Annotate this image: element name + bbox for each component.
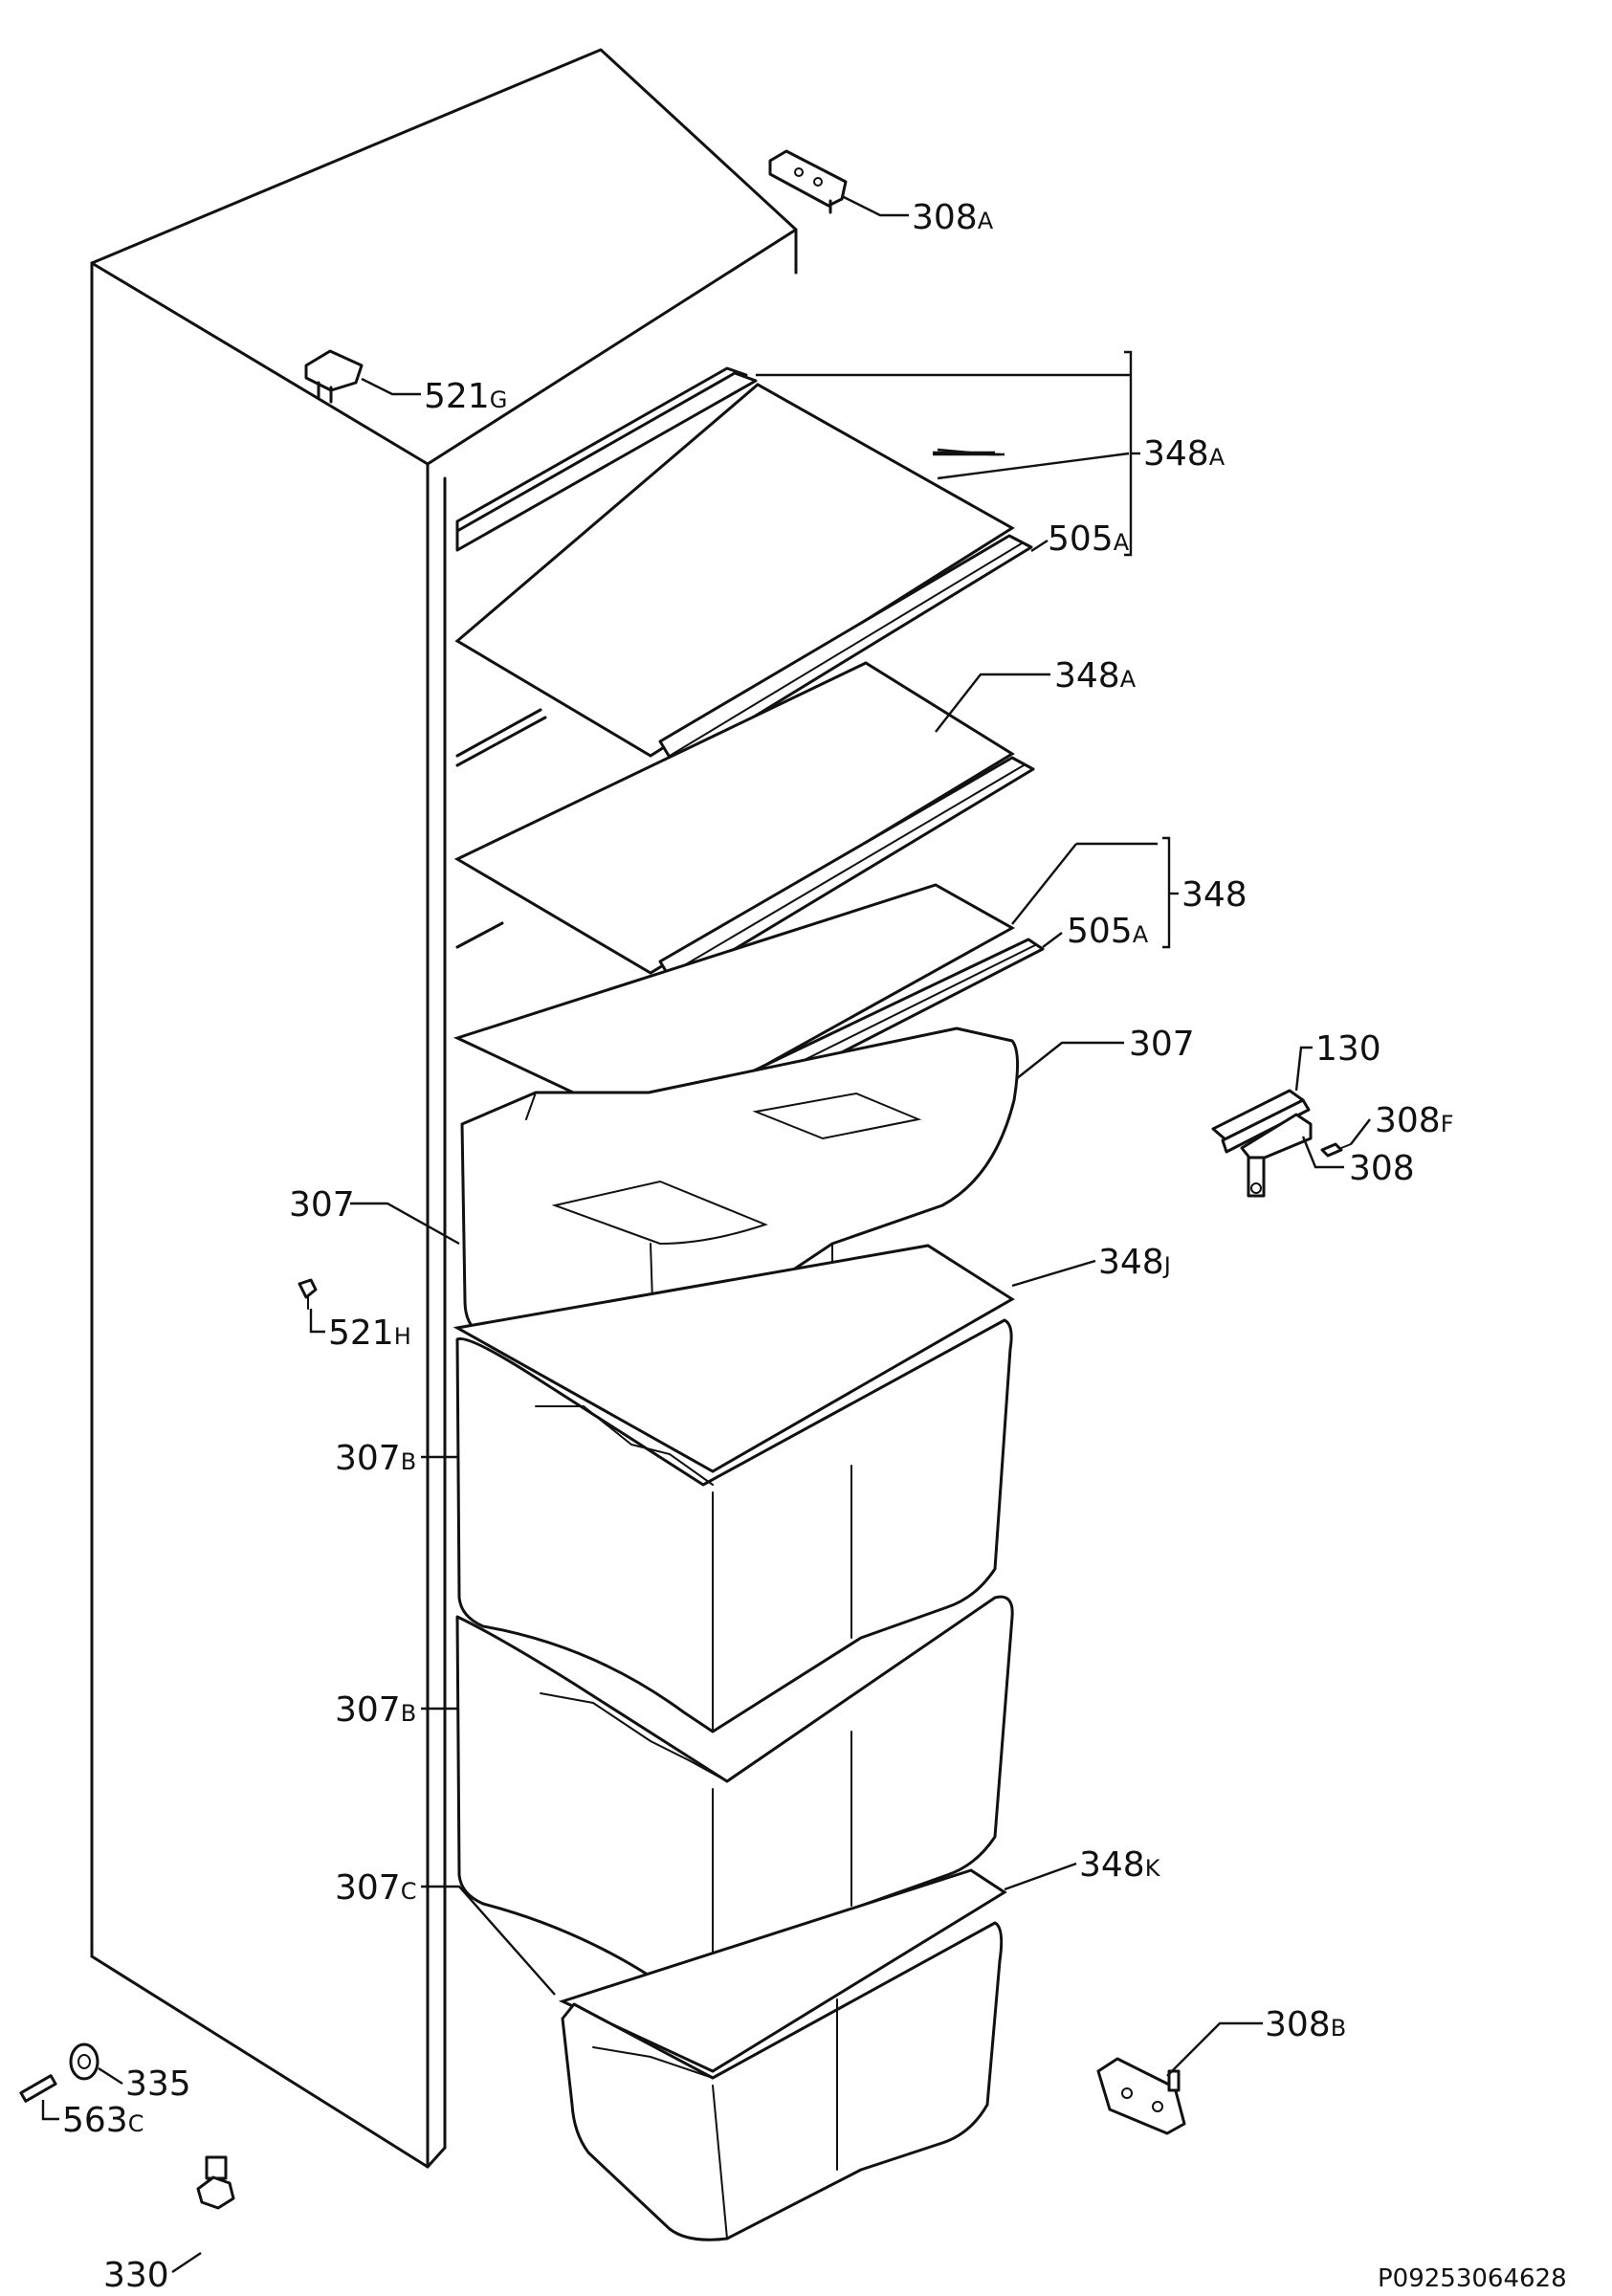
top-hinge-part [768,149,848,214]
top-clip-part [304,349,364,404]
callout-330: 330 [103,2256,169,2295]
interior-rails [455,366,758,949]
callout-307b-top: 307B [335,1439,416,1478]
small-parts [19,2042,235,2210]
bottom-hinge-part [1096,2057,1186,2135]
callout-335: 335 [125,2064,191,2104]
callout-307b-bottom: 307B [335,1690,416,1730]
callout-308: 308 [1349,1149,1415,1188]
callout-505a-top: 505A [1048,519,1130,559]
drawer-bottom [561,1921,1004,2241]
callout-563c: 563C [62,2101,144,2140]
callout-348j: 348J [1098,1243,1171,1282]
glass-cover-348k [558,1868,1007,2073]
glass-shelf-middle [453,661,1035,987]
callout-307c: 307C [335,1868,416,1908]
callout-308a: 308A [912,198,994,237]
reference-code: P09253064628 [1378,2264,1567,2293]
drawer-lower [455,1595,1014,2020]
callout-348a-middle: 348A [1054,656,1137,695]
drawer-middle [455,1318,1013,1733]
side-hinge-assembly [1211,1089,1352,1198]
callout-308f: 308F [1375,1101,1454,1140]
callout-348a-top: 348A [1143,434,1226,474]
glass-shelf-top [454,383,1033,767]
screw-part-521h [298,1278,318,1310]
callout-307-left: 307 [289,1185,355,1225]
callout-521g: 521G [424,377,507,416]
callout-348: 348 [1181,875,1248,915]
callout-308b: 308B [1265,2005,1346,2044]
callout-307-right: 307 [1129,1025,1195,1064]
callout-labels: 308A 521G 348A 505A 348A 348 505A 307 13… [62,198,1454,2295]
leader-lines [41,194,1371,2273]
callout-521h: 521H [328,1314,411,1353]
cabinet-body [90,48,798,2169]
glass-cover-348j [453,1244,1015,1473]
callout-505a-middle: 505A [1067,912,1149,951]
callout-348k: 348K [1079,1845,1161,1885]
callout-130: 130 [1315,1029,1381,1069]
